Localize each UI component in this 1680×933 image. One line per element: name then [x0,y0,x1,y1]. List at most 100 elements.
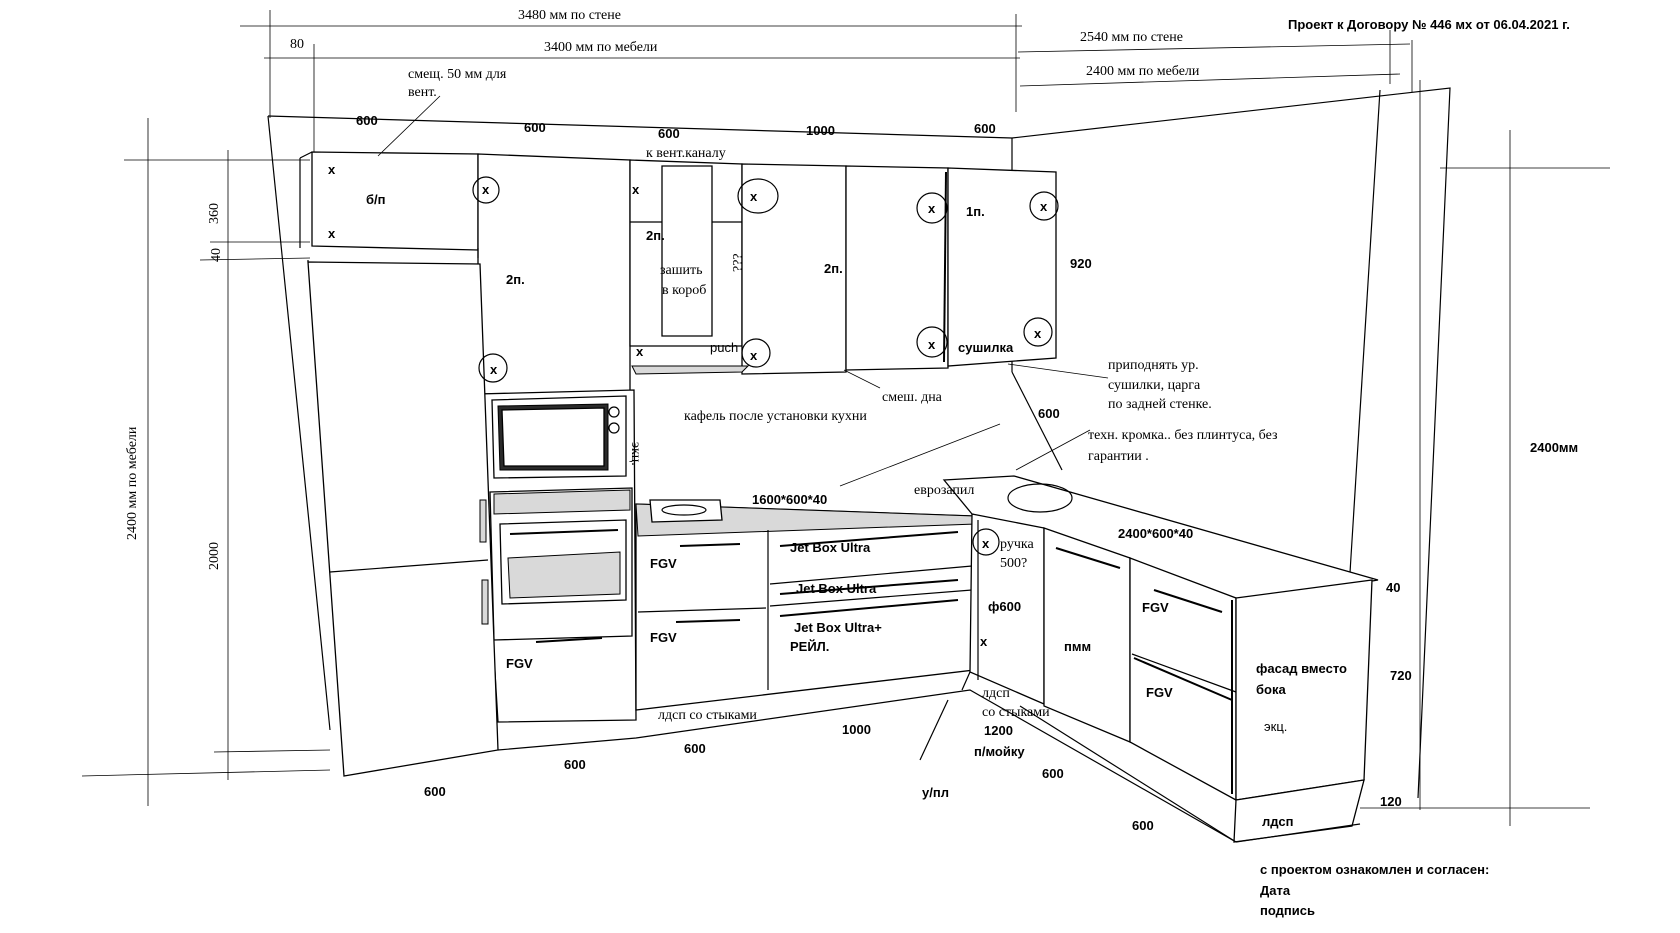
right-dimension-lines [1360,80,1610,826]
x-mark: x [632,182,640,197]
x-mark: x [982,536,990,551]
note-box-1: зашить [660,263,703,278]
x-mark: x [482,182,490,197]
lower-width: 1000 [842,722,871,737]
label-1p: 1п. [966,204,985,219]
x-mark: x [750,189,758,204]
lower-width-under-sink: п/мойку [974,744,1025,759]
dim-height-40: 40 [209,248,224,262]
label-jet-3: Jet Box Ultra+ [794,620,882,635]
dim-right-40: 40 [1386,580,1400,595]
dim-right-120: 120 [1380,794,1402,809]
dim-height-left: 2400 мм по мебели [125,426,140,540]
lower-width: 600 [564,757,586,772]
label-facade-1: фасад вместо [1256,661,1347,676]
label-fgv-e: FGV [1146,685,1173,700]
upper-width: 600 [658,126,680,141]
footer-date: Дата [1260,883,1291,898]
lower-width: 600 [1042,766,1064,781]
fridge [307,260,499,777]
lower-width: 600 [1132,818,1154,833]
note-tile: кафель после установки кухни [684,409,867,424]
dim-furniture-right: 2400 мм по мебели [1086,64,1200,79]
label-fgv-a: FGV [650,556,677,571]
upper-width: 600 [524,120,546,135]
dim-wall-left: 3480 мм по стене [518,8,621,23]
lower-cabinets-right [942,475,1379,843]
note-edge-2: гарантии . [1088,449,1149,464]
leader-lines [377,95,1109,487]
note-edge-1: техн. кромка.. без плинтуса, без [1088,428,1278,443]
label-rail: РЕЙЛ. [790,639,829,654]
note-box-2: в короб [662,283,706,298]
note-qqq: ??? [731,253,746,272]
oven-column [477,389,637,723]
note-handle-1: ручка [1000,537,1034,552]
dim-wall-right: 2540 мм по стене [1080,30,1183,45]
upper-width: 600 [974,121,996,136]
lower-cabinets-left [635,499,977,711]
note-ldsp-b-2: со стыками [982,705,1050,720]
note-raise-1: приподнять ур. [1108,358,1199,373]
dim-upper-920: 920 [1070,256,1092,271]
note-raise-3: по задней стенке. [1108,397,1212,412]
lower-width: 600 [424,784,446,799]
lower-width: 1200 [984,723,1013,738]
x-mark: x [490,362,498,377]
label-pmm: пмм [1064,639,1091,654]
floor-lines [497,671,1361,843]
x-mark: x [1040,199,1048,214]
note-upl: у/пл [922,785,949,800]
x-mark: x [750,348,758,363]
upper-width: 1000 [806,123,835,138]
label-2p-c: 2п. [824,261,843,276]
note-ldsp-b-1: лдсп [982,686,1010,701]
label-jet-1: Jet Box Ultra [790,540,871,555]
note-eurocut: еврозапил [914,483,974,498]
label-top-a: 1600*600*40 [752,492,827,507]
label-2p-b: 2п. [646,228,665,243]
dim-height-2000: 2000 [207,542,222,570]
label-2p-a: 2п. [506,272,525,287]
dim-offset-80: 80 [290,37,304,52]
label-facade-2: бока [1256,682,1286,697]
x-mark: x [928,337,936,352]
upper-width: 600 [356,113,378,128]
dim-right-720: 720 [1390,668,1412,683]
footer-agree: с проектом ознакомлен и согласен: [1260,862,1489,877]
x-mark: x [980,634,988,649]
dim-furniture-left: 3400 мм по мебели [544,40,658,55]
label-fgv-b: FGV [650,630,677,645]
upper-width-600-right: 600 [1038,406,1060,421]
project-title: Проект к Договору № 446 мх от 06.04.2021… [1288,17,1570,32]
circle-marks [472,176,1059,556]
label-fgv-c: FGV [506,656,533,671]
label-f600: ф600 [988,599,1021,614]
lower-width: 600 [684,741,706,756]
note-shift-bottom: смеш. дна [882,390,943,405]
x-mark: x [928,201,936,216]
x-mark: x [1034,326,1042,341]
dim-height-right: 2400мм [1530,440,1578,455]
label-fgv-d: FGV [1142,600,1169,615]
note-vent-shift-1: смещ. 50 мм для [408,67,507,82]
x-mark: x [328,162,336,177]
upper-cabinets [299,151,1057,395]
note-ekc-a: экц. [628,442,643,466]
label-sushilka: сушилка [958,340,1014,355]
note-handle-2: 500? [1000,556,1027,571]
dim-height-360: 360 [207,203,222,224]
label-bp: б/п [366,192,386,207]
note-vent-shift-2: вент. [408,85,437,100]
note-raise-2: сушилки, царга [1108,378,1201,393]
top-dimension-lines [240,10,1413,160]
label-puch: puch [710,340,738,355]
note-ldsp-a: лдсп со стыками [658,708,757,723]
label-top-b: 2400*600*40 [1118,526,1193,541]
footer-sign: подпись [1260,903,1315,918]
x-mark: x [328,226,336,241]
note-ldsp-c: лдсп [1262,814,1293,829]
note-ekc-b: экц. [1264,719,1287,734]
left-dimension-lines [81,118,331,806]
